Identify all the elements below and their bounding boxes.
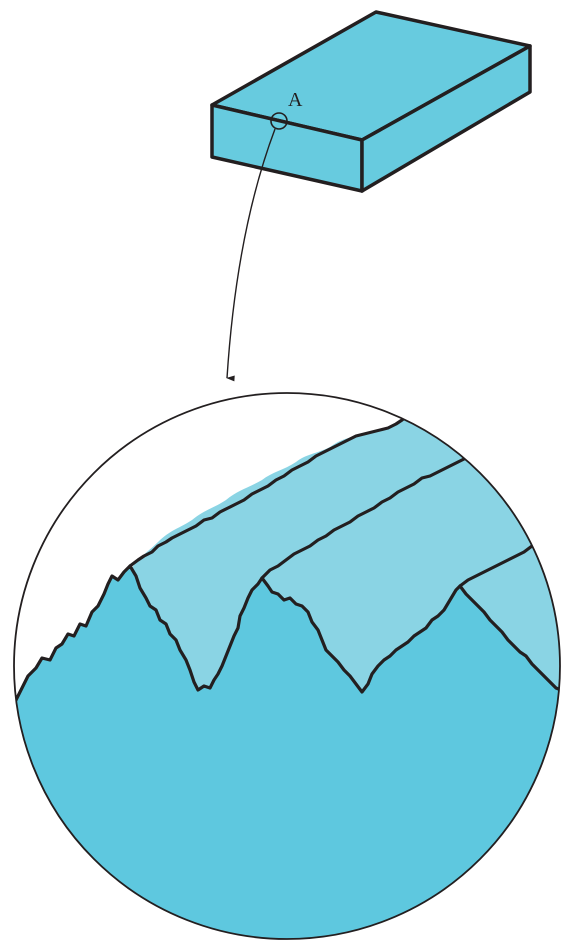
magnified-view bbox=[0, 380, 563, 941]
block bbox=[212, 12, 530, 191]
point-a-label: A bbox=[288, 89, 303, 111]
